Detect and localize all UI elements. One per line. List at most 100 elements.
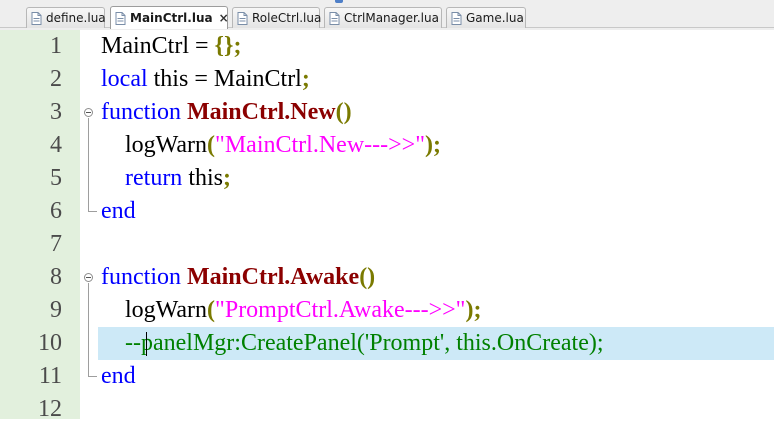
- code-text[interactable]: function MainCtrl.New(): [101, 96, 352, 129]
- line-number: 11: [38, 363, 62, 389]
- close-icon[interactable]: ×: [218, 11, 229, 25]
- code-token: "PromptCtrl.Awake--->>": [215, 297, 466, 323]
- tab-rolectrl-lua[interactable]: RoleCtrl.lua: [232, 7, 322, 28]
- code-line[interactable]: 2 local this = MainCtrl;: [0, 63, 774, 96]
- code-line[interactable]: 1 MainCtrl = {};: [0, 30, 774, 63]
- fold-collapse-icon[interactable]: [84, 108, 93, 117]
- code-token: local: [101, 66, 148, 92]
- code-line[interactable]: 6 end: [0, 195, 774, 228]
- code-token: ;: [223, 165, 231, 191]
- code-line[interactable]: 9 logWarn("PromptCtrl.Awake--->>");: [0, 294, 774, 327]
- code-line-area[interactable]: function MainCtrl.Awake(): [98, 261, 774, 294]
- tab-define-lua[interactable]: define.lua: [26, 7, 106, 28]
- line-number: 3: [50, 99, 62, 125]
- tab-bar: define.lua MainCtrl.lua × RoleCtrl.lua C…: [0, 0, 774, 30]
- code-line-area[interactable]: [98, 228, 774, 261]
- line-number: 12: [38, 396, 62, 422]
- code-token: "MainCtrl.New--->>": [215, 132, 425, 158]
- code-line-area[interactable]: logWarn("MainCtrl.New--->>");: [98, 129, 774, 162]
- fold-collapse-icon[interactable]: [84, 273, 93, 282]
- line-number: 7: [50, 231, 62, 257]
- code-token: {}: [214, 33, 234, 59]
- lua-file-icon: [451, 11, 462, 25]
- code-token: MainCtrl =: [101, 33, 215, 59]
- code-text[interactable]: function MainCtrl.Awake(): [101, 261, 375, 294]
- code-line[interactable]: 3 function MainCtrl.New(): [0, 96, 774, 129]
- code-line[interactable]: 8 function MainCtrl.Awake(): [0, 261, 774, 294]
- line-number: 1: [50, 33, 62, 59]
- fold-guide: [88, 283, 89, 377]
- code-token: MainCtrl.Awake: [186, 264, 360, 290]
- line-number: 8: [50, 264, 62, 290]
- code-line[interactable]: 4 logWarn("MainCtrl.New--->>");: [0, 129, 774, 162]
- line-number: 2: [50, 66, 62, 92]
- code-token: return: [125, 165, 183, 191]
- code-text[interactable]: local this = MainCtrl;: [101, 63, 310, 96]
- code-text[interactable]: end: [101, 195, 136, 228]
- code-token: function: [101, 99, 181, 125]
- tab-drop-indicator: [335, 0, 343, 3]
- line-number: 9: [50, 297, 62, 323]
- line-number: 6: [50, 198, 62, 224]
- code-line-area[interactable]: end: [98, 360, 774, 393]
- tab-label: MainCtrl.lua: [130, 11, 213, 25]
- code-token: );: [465, 297, 482, 323]
- code-token: );: [425, 132, 441, 158]
- code-editor[interactable]: 1 MainCtrl = {}; 2 local this = MainCtrl; 3 f…: [0, 30, 774, 422]
- code-token: ;: [301, 66, 310, 92]
- fold-guide-end: [88, 211, 97, 212]
- code-token: end: [101, 363, 136, 389]
- lua-file-icon: [237, 11, 248, 25]
- line-number: 4: [50, 132, 62, 158]
- code-line-area[interactable]: end: [98, 195, 774, 228]
- code-token: --panelMgr:CreatePanel('Prompt', this.On…: [101, 330, 604, 356]
- code-line-area[interactable]: function MainCtrl.New(): [98, 96, 774, 129]
- lua-file-icon: [329, 11, 340, 25]
- code-line[interactable]: 11 end: [0, 360, 774, 393]
- code-token: logWarn: [101, 297, 208, 323]
- code-text[interactable]: MainCtrl = {};: [101, 30, 241, 63]
- code-line-area[interactable]: MainCtrl = {};: [98, 30, 774, 63]
- code-line[interactable]: 10 --panelMgr:CreatePanel('Prompt', this…: [0, 327, 774, 360]
- tab-label: CtrlManager.lua: [344, 11, 439, 25]
- tab-label: RoleCtrl.lua: [252, 11, 322, 25]
- lua-file-icon: [115, 11, 126, 25]
- line-number: 5: [50, 165, 62, 191]
- code-token: (: [207, 297, 216, 323]
- code-token: logWarn: [101, 132, 208, 158]
- code-line[interactable]: 7: [0, 228, 774, 261]
- code-text[interactable]: return this;: [101, 162, 231, 195]
- code-token: ;: [233, 33, 242, 59]
- code-line[interactable]: 5 return this;: [0, 162, 774, 195]
- tab-label: Game.lua: [466, 11, 524, 25]
- tab-game-lua[interactable]: Game.lua: [446, 7, 526, 28]
- code-text[interactable]: end: [101, 360, 136, 393]
- tab-mainctrl-lua[interactable]: MainCtrl.lua ×: [110, 6, 229, 29]
- code-line-area[interactable]: local this = MainCtrl;: [98, 63, 774, 96]
- line-number-gutter: [0, 30, 80, 419]
- fold-guide: [88, 118, 89, 212]
- code-token: function: [101, 264, 181, 290]
- code-token: [101, 165, 125, 191]
- code-line-area[interactable]: [98, 393, 774, 426]
- line-number: 10: [38, 330, 62, 356]
- code-token: (): [335, 99, 352, 125]
- tab-label: define.lua: [46, 11, 106, 25]
- code-text[interactable]: logWarn("PromptCtrl.Awake--->>");: [101, 294, 481, 327]
- code-token: this: [182, 165, 223, 191]
- code-token: MainCtrl.New: [186, 99, 336, 125]
- code-text[interactable]: logWarn("MainCtrl.New--->>");: [101, 129, 441, 162]
- code-line[interactable]: 12: [0, 393, 774, 426]
- code-token: (): [359, 264, 376, 290]
- fold-guide-end: [88, 376, 97, 377]
- code-line-area[interactable]: return this;: [98, 162, 774, 195]
- code-token: (: [207, 132, 216, 158]
- tab-ctrlmanager-lua[interactable]: CtrlManager.lua: [324, 7, 442, 28]
- code-line-area[interactable]: --panelMgr:CreatePanel('Prompt', this.On…: [98, 327, 774, 360]
- fold-margin: [80, 30, 98, 419]
- lua-file-icon: [31, 11, 42, 25]
- text-caret: [146, 332, 147, 356]
- code-token: this = MainCtrl: [147, 66, 302, 92]
- code-line-area[interactable]: logWarn("PromptCtrl.Awake--->>");: [98, 294, 774, 327]
- code-text[interactable]: --panelMgr:CreatePanel('Prompt', this.On…: [101, 327, 604, 360]
